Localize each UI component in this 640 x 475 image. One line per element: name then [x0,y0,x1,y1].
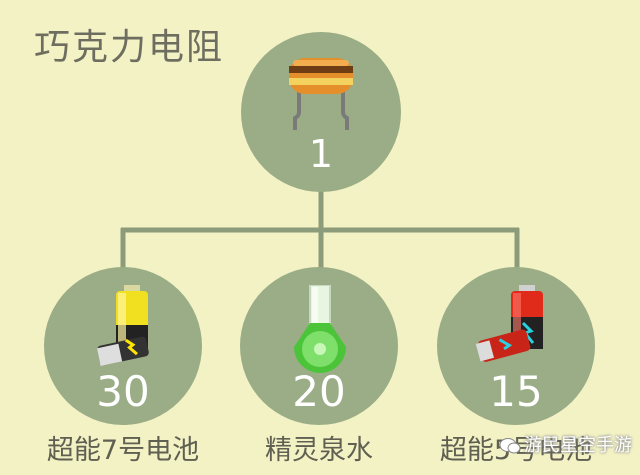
ingredient-node-aaa-battery[interactable]: 30 [44,267,202,425]
recipe-result-node[interactable]: 1 [241,32,401,192]
aaa-battery-icon [96,285,149,366]
chat-bubble-icon [499,438,521,454]
ingredient-label: 精灵泉水 [265,435,373,466]
ingredient-count: 30 [96,367,150,416]
ingredient-label: 超能7号电池 [46,435,200,466]
page-title: 巧克力电阻 [34,27,225,68]
ingredient-node-spring-water[interactable]: 20 [240,267,398,425]
ingredient-count: 15 [489,367,543,416]
watermark-text: 游民星空手游 [524,435,632,456]
ingredient-node-aa-battery[interactable]: 15 [437,267,595,425]
aa-battery-icon [475,285,543,362]
resistor-icon [289,58,353,130]
result-count: 1 [308,132,334,176]
ingredient-count: 20 [292,367,346,416]
spring-water-flask-icon [294,285,346,373]
watermark: 游民星空手游 [499,431,632,457]
